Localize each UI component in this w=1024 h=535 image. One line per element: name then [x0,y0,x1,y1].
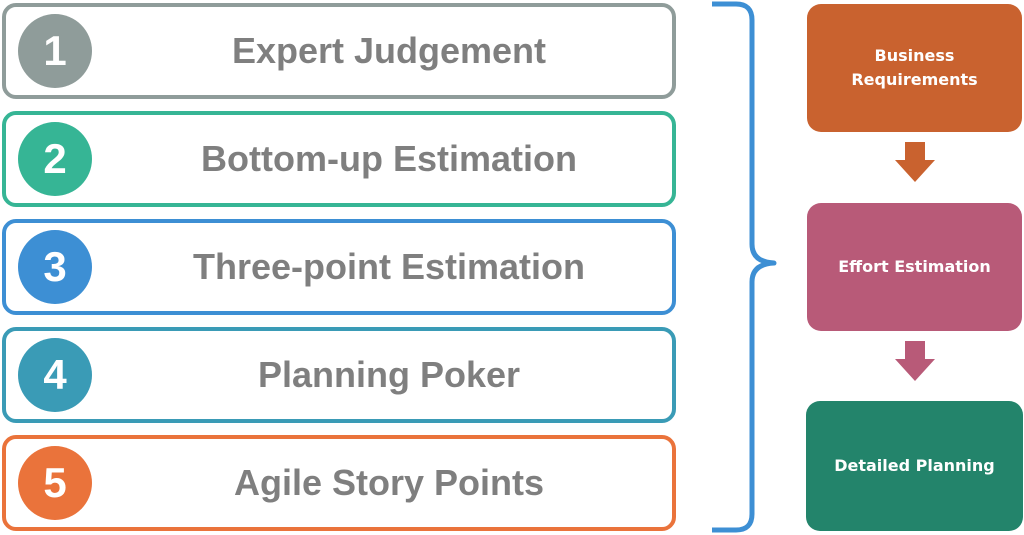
method-row-3: 3 Three-point Estimation [2,219,676,315]
method-label: Agile Story Points [233,462,545,503]
down-arrow-icon [895,142,935,182]
flow-box-effort-estimation: Effort Estimation [807,203,1022,331]
number-badge: 4 [18,338,92,412]
right-curly-brace [712,1,777,533]
method-label: Expert Judgement [231,30,547,71]
number-badge: 5 [18,446,92,520]
number-badge: 3 [18,230,92,304]
method-row-4: 4 Planning Poker [2,327,676,423]
number-badge: 1 [18,14,92,88]
method-label: Planning Poker [257,354,521,395]
flow-box-business-requirements: Business Requirements [807,4,1022,132]
flow-box-detailed-planning: Detailed Planning [806,401,1023,531]
method-label: Three-point Estimation [192,246,585,287]
method-row-5: 5 Agile Story Points [2,435,676,531]
method-row-2: 2 Bottom-up Estimation [2,111,676,207]
brace-path [712,1,777,533]
number-badge: 2 [18,122,92,196]
method-label: Bottom-up Estimation [201,138,577,179]
method-row-1: 1 Expert Judgement [2,3,676,99]
down-arrow-icon [895,341,935,381]
